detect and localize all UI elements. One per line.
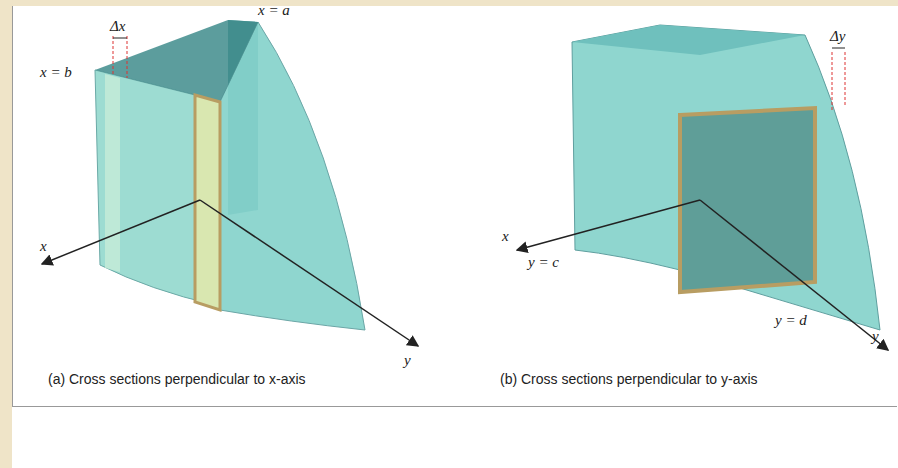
figure-caption: (b) Cross sections perpendicular to y-ax… — [500, 372, 758, 387]
increment-label: Δx — [110, 18, 125, 35]
axis-label: y — [872, 328, 879, 345]
axis-label: x — [40, 238, 47, 255]
axis-label: x — [502, 228, 509, 245]
increment-label: Δy — [830, 28, 845, 45]
boundary-label: y = c — [528, 254, 559, 271]
figure-caption: (a) Cross sections perpendicular to x-ax… — [48, 372, 306, 387]
axis-label: y — [404, 352, 411, 369]
boundary-label: x = a — [258, 2, 290, 19]
boundary-label: y = d — [775, 312, 807, 329]
boundary-label: x = b — [40, 64, 72, 81]
